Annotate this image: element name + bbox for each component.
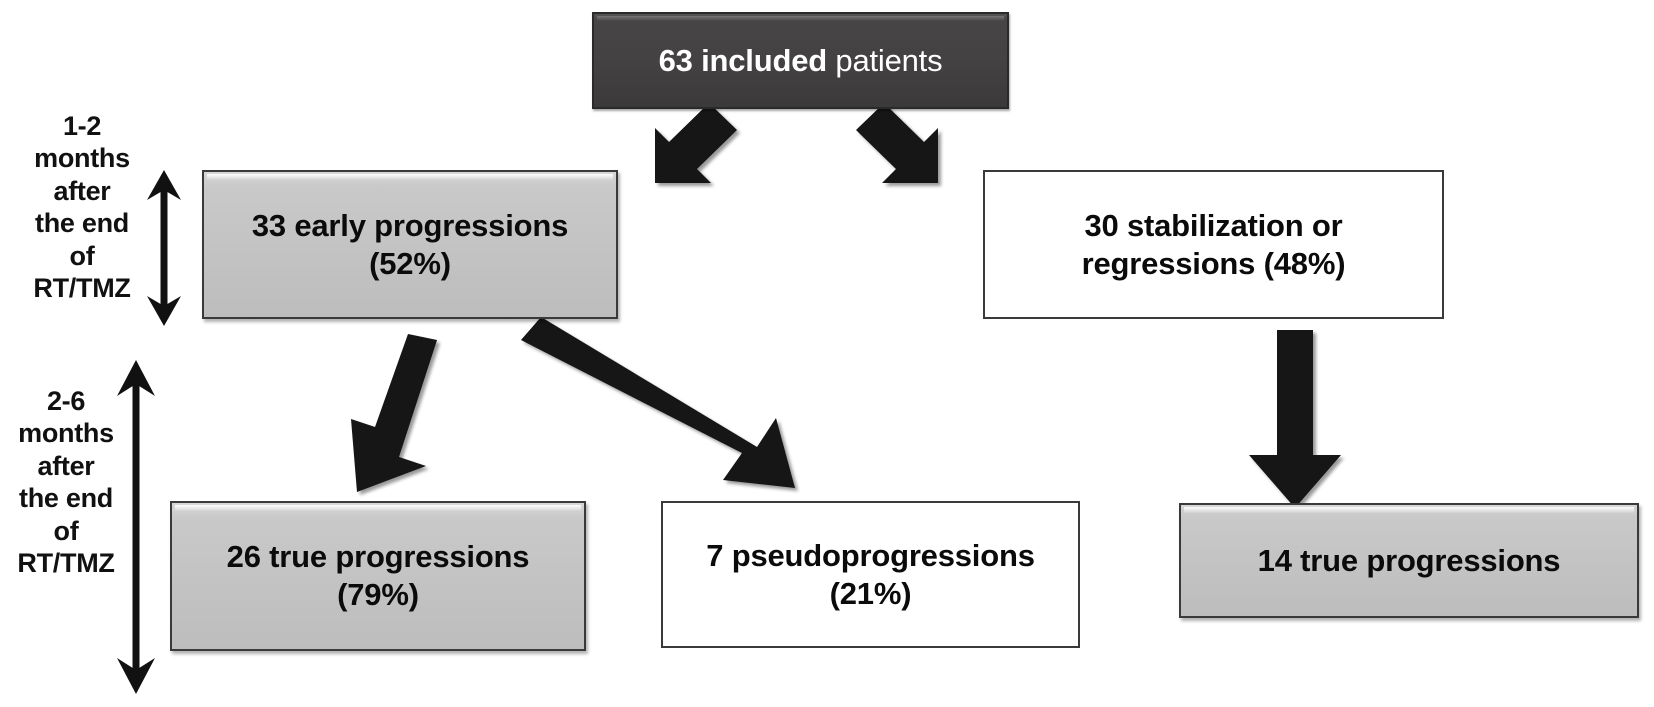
node-early-progressions-label: 33 early progressions (52%) (242, 207, 578, 283)
node-pseudoprogressions[interactable]: 7 pseudoprogressions (21%) (661, 501, 1080, 648)
node-true-progressions-left-line2: (79%) (337, 577, 419, 612)
node-stabilization-regressions-line1: 30 stabilization or (1084, 207, 1343, 243)
node-stabilization-regressions[interactable]: 30 stabilization or regressions (48%) (983, 170, 1444, 319)
node-pseudoprogressions-label: 7 pseudoprogressions (21%) (696, 537, 1044, 613)
timeline-label-line: RT/TMZ (33, 272, 131, 303)
arrow-early-to-true (351, 334, 437, 492)
timeline-label-line: of (53, 515, 79, 546)
box-highlight (207, 174, 613, 180)
timeline-arrow-period-1 (147, 170, 181, 326)
node-pseudoprogressions-line1: 7 pseudoprogressions (706, 537, 1035, 573)
node-pseudoprogressions-line2: (21%) (829, 575, 912, 611)
node-true-progressions-left[interactable]: 26 true progressions (79%) (170, 501, 586, 651)
node-included-patients[interactable]: 63 included patients (592, 12, 1009, 109)
timeline-label-line: 1-2 (62, 111, 102, 141)
timeline-label-line: 2-6 (46, 386, 86, 416)
box-highlight (175, 505, 581, 511)
node-included-patients-count: 63 included (658, 42, 828, 78)
timeline-label-line: the end (19, 483, 113, 514)
arrow-root-to-stabilization (856, 103, 938, 183)
node-stabilization-regressions-label: 30 stabilization or regressions (48%) (1072, 207, 1356, 283)
node-included-patients-suffix: patients (826, 42, 943, 78)
node-early-progressions-line2: (52%) (369, 245, 451, 281)
node-true-progressions-left-line1: 26 true progressions (226, 539, 530, 575)
timeline-label-line: months (18, 418, 114, 449)
node-true-progressions-right-label: 14 true progressions (1257, 542, 1561, 578)
timeline-label-line: months (34, 143, 130, 174)
timeline-label-line: the end (35, 208, 129, 239)
box-highlight (1184, 507, 1634, 513)
node-early-progressions[interactable]: 33 early progressions (52%) (202, 170, 618, 319)
timeline-label-line: after (53, 175, 111, 206)
box-highlight (597, 16, 1004, 21)
arrow-stabilization-to-true (1249, 330, 1341, 508)
timeline-label-line: RT/TMZ (17, 547, 115, 578)
node-early-progressions-line1: 33 early progressions (251, 207, 569, 243)
node-included-patients-label: 63 included patients (649, 42, 953, 80)
arrow-early-to-pseudo (521, 317, 795, 488)
node-true-progressions-right[interactable]: 14 true progressions (1179, 503, 1639, 618)
timeline-label-line: after (37, 450, 95, 481)
node-true-progressions-left-label: 26 true progressions (79%) (217, 538, 540, 614)
node-stabilization-regressions-line2: regressions (48%) (1081, 245, 1346, 281)
timeline-label-period-2: 2-6 months after the end of RT/TMZ (8, 385, 124, 579)
timeline-label-line: of (69, 240, 95, 271)
timeline-label-period-1: 1-2 months after the end of RT/TMZ (24, 110, 140, 304)
arrow-root-to-early (655, 103, 737, 183)
